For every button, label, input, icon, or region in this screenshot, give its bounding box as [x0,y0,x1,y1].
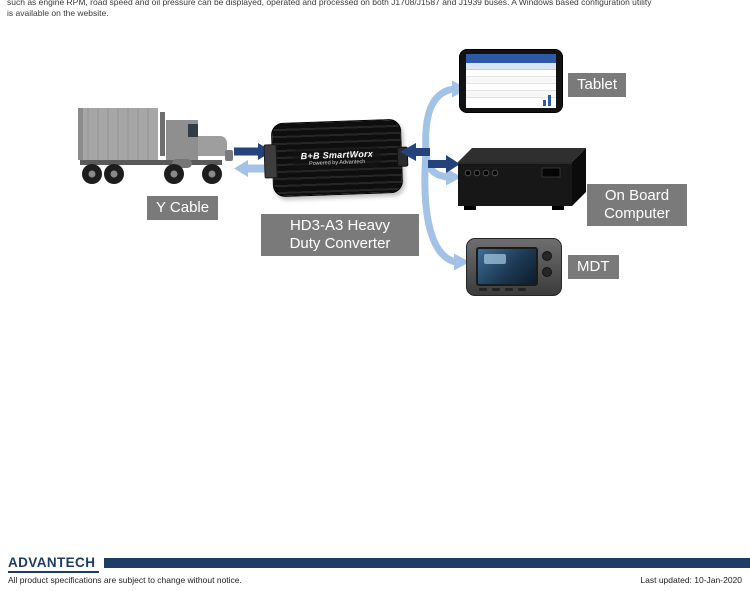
converter-label-line-1: HD3-A3 Heavy [289,217,391,234]
tablet-label: Tablet [568,73,627,97]
arrow-right-icon [234,143,272,160]
intro-text: such as engine RPM, road speed and oil p… [7,0,745,18]
tablet-screen-toolbar [466,63,556,70]
mdt-device [466,238,562,296]
mdt-key-row [479,288,526,291]
on-board-computer-device [458,148,586,210]
intro-line-1: such as engine RPM, road speed and oil p… [7,0,652,7]
converter-connector-left [263,144,278,179]
branch-connector-arrows [400,80,470,271]
footer-last-updated: Last updated: 10-Jan-2020 [640,575,742,585]
arrow-left-icon [234,160,272,177]
mdt-button-icon [542,251,552,261]
on-board-computer-label: On Board Computer [587,184,687,226]
tablet-screen-chart [543,94,551,106]
mdt-screen [476,247,538,286]
converter-brand-subtext: Powered by Advantech [308,159,366,167]
arrow-to-obc-icon [428,155,460,173]
footer-disclaimer: All product specifications are subject t… [8,575,242,585]
obc-label-line-2: Computer [604,205,670,222]
tablet-device [459,49,563,113]
mdt-button-icon [542,267,552,277]
tablet-screen [466,54,556,108]
obc-label-line-1: On Board [604,187,670,204]
footer-bar [104,558,750,568]
intro-line-2: is available on the website. [7,7,109,18]
converter-device: B+B SmartWorx Powered by Advantech [263,118,409,198]
y-cable-label: Y Cable [147,196,219,220]
truck-illustration [78,108,233,184]
converter-label: HD3-A3 Heavy Duty Converter [261,214,419,256]
advantech-logo: ADVANTECH [8,555,100,573]
mdt-screen-glow [484,254,506,264]
mdt-label: MDT [568,255,619,279]
converter-brand-plate: B+B SmartWorx Powered by Advantech [292,145,382,171]
tablet-screen-header [466,54,556,63]
arrow-to-converter-icon [400,143,430,161]
converter-label-line-2: Duty Converter [289,235,391,252]
